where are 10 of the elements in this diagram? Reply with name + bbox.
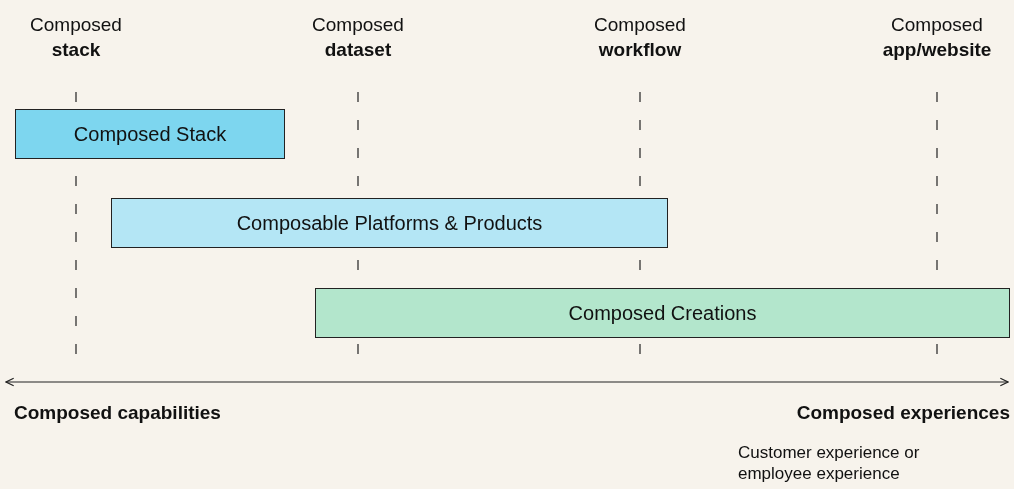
range-bar: Composed Stack <box>15 109 285 159</box>
column-heading: Composed app/website <box>881 13 993 62</box>
range-bar: Composed Creations <box>315 288 1010 338</box>
axis-end-label: Composed experiences <box>796 402 1010 424</box>
column-heading: Composed dataset <box>311 13 405 62</box>
description-text: Customer experience or employee experience <box>738 442 921 484</box>
axis-end-label: Composed capabilities <box>14 402 221 424</box>
range-bar: Composable Platforms & Products <box>111 198 668 248</box>
column-heading: Composed workflow <box>593 13 687 62</box>
column-heading: Composed stack <box>29 13 123 62</box>
